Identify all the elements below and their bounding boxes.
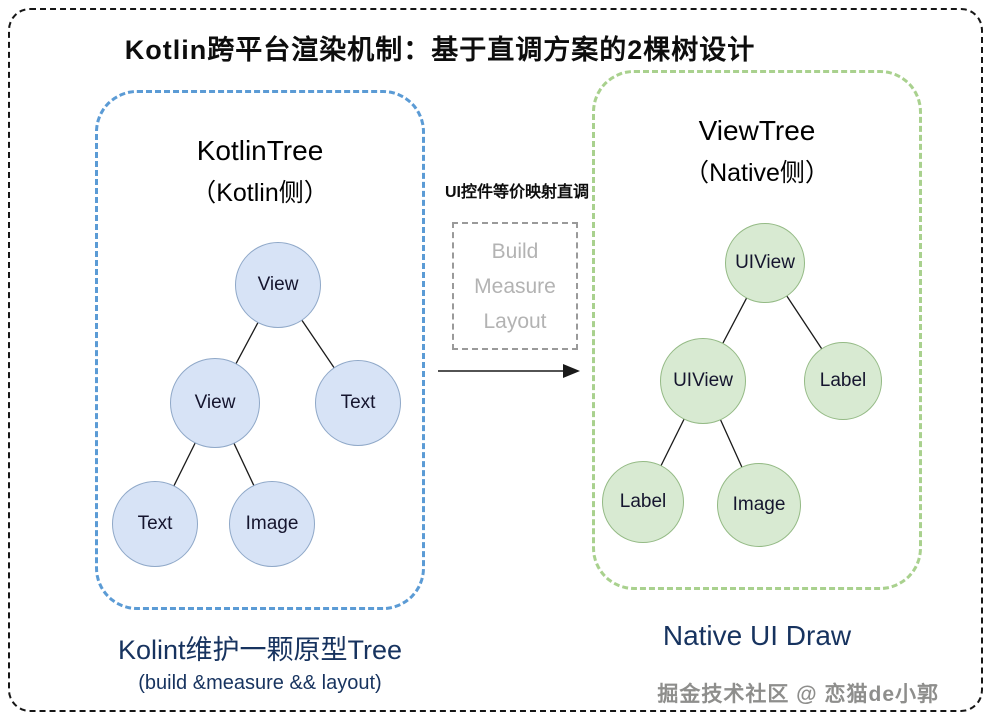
diagram-title: Kotlin跨平台渲染机制：基于直调方案的2棵树设计 — [124, 35, 756, 65]
process-line-build: Build — [491, 239, 539, 263]
kotlin-tree-title: KotlinTree — [196, 135, 324, 166]
watermark-text: 掘金技术社区 @ 恋猫de小郭 — [657, 683, 939, 706]
native-node-child-label: Label — [804, 342, 882, 420]
process-line-layout: Layout — [483, 309, 547, 333]
kotlin-tree-caption-sub: (build &measure && layout) — [138, 672, 382, 694]
kotlin-tree-caption: Kolint维护一颗原型Tree — [117, 635, 403, 665]
native-node-grandchild-label: Label — [602, 461, 684, 543]
kotlin-node-grandchild-image: Image — [229, 481, 315, 567]
kotlin-node-root-view: View — [235, 242, 321, 328]
view-tree-subtitle: （Native侧） — [684, 159, 830, 187]
process-line-measure: Measure — [474, 274, 556, 298]
kotlin-tree-panel: KotlinTree （Kotlin侧） — [95, 90, 425, 610]
native-node-grandchild-image: Image — [717, 463, 801, 547]
native-node-root-uiview: UIView — [725, 223, 805, 303]
native-node-child-uiview: UIView — [660, 338, 746, 424]
kotlin-node-child-text: Text — [315, 360, 401, 446]
kotlin-node-child-view: View — [170, 358, 260, 448]
view-tree-panel: ViewTree （Native侧） — [592, 70, 922, 590]
mapping-label: UI控件等价映射直调 — [444, 184, 589, 201]
kotlin-tree-subtitle: （Kotlin侧） — [191, 179, 329, 207]
view-tree-title: ViewTree — [698, 115, 816, 146]
native-ui-draw-caption: Native UI Draw — [662, 620, 852, 651]
build-measure-layout-box: Build Measure Layout — [452, 222, 578, 350]
outer-dashed-frame — [8, 8, 983, 712]
kotlin-node-grandchild-text: Text — [112, 481, 198, 567]
